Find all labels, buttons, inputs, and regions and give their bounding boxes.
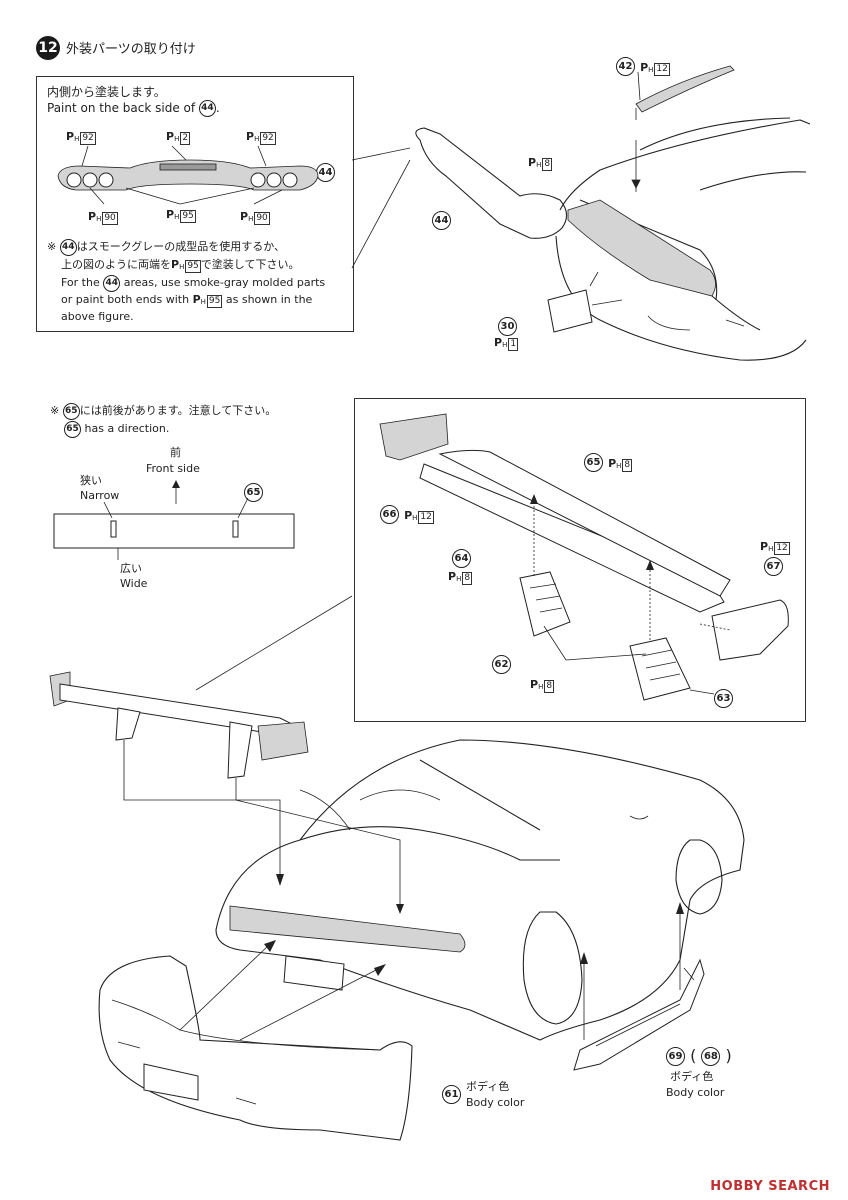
wide-label-en: Wide [120,577,148,590]
step-number-badge: 12 [36,36,60,60]
paint-instruction-box [36,76,354,332]
caution-en-line-3: above figure. [61,310,134,323]
part-44-rear-label: 44 [432,210,451,230]
narrow-label-jp: 狭い [80,474,102,487]
part-number-circle: 44 [198,100,216,117]
wing-detail-box [354,398,806,722]
part-65-direction-label: 65 [244,482,263,502]
paint-note-en: Paint on the back side of 44. [47,100,220,117]
part-63-label: 63 [714,688,733,708]
part-62-label: 62 [492,654,511,674]
part-69-68-label: 69 ( 68 ) [666,1046,732,1066]
paint-note-jp: 内側から塗装します。 [47,85,166,99]
paint-note-en-suffix: . [215,101,220,115]
part-61-color-jp: ボディ色 [466,1080,510,1093]
wide-label-jp: 広い [120,562,142,575]
part-69-color-en: Body color [666,1086,725,1099]
rear-car-top [415,65,811,361]
rear-bumper-61 [98,940,413,1141]
spoiler-44-detail [57,145,319,205]
part-61-label: 61 [442,1084,461,1104]
step-title: 外装パーツの取り付け [66,42,196,57]
part-69-color-jp: ボディ色 [670,1070,714,1083]
car-body-rear-three-quarter [215,739,745,1041]
watermark-logo: HOBBY SEARCH [710,1179,830,1194]
part-64-label: 64 [452,548,471,568]
wing-exploded [379,413,789,701]
front-label-jp: 前 [170,446,181,459]
caution-en-line-1: For the 44 areas, use smoke-gray molded … [61,274,325,292]
part-30-label: 30 [498,316,517,336]
wing-top-view-65 [53,480,295,560]
paint-note-en-prefix: Paint on the back side of [47,101,196,115]
front-label-en: Front side [146,462,200,475]
narrow-label-en: Narrow [80,489,120,502]
side-skirt-69 [573,902,705,1071]
direction-note-en: 65 has a direction. [64,420,169,438]
part-67-label: 67 [764,556,783,576]
part-61-color-en: Body color [466,1096,525,1109]
rear-wing-assembled [49,671,404,914]
